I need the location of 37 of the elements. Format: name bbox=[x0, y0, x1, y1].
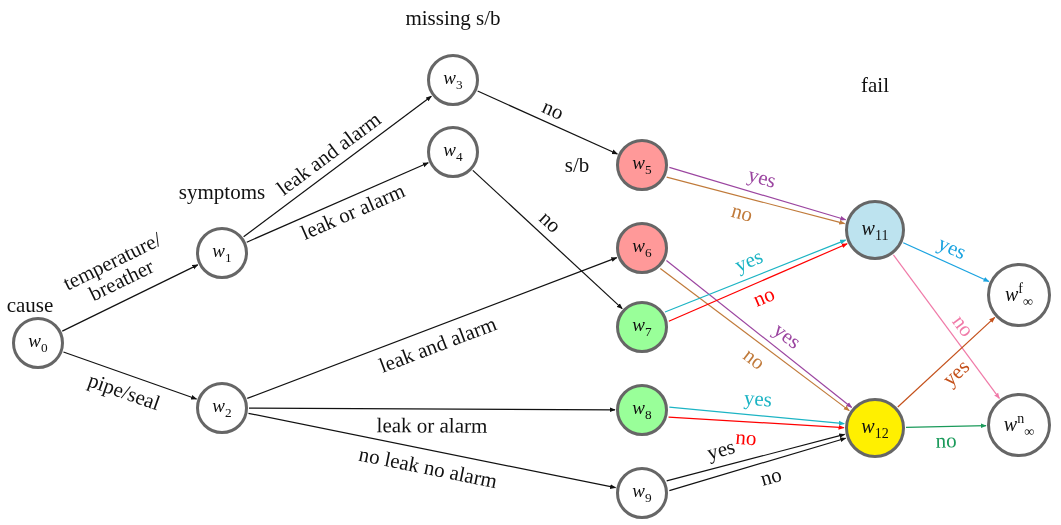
arrow bbox=[668, 243, 848, 322]
arrow bbox=[668, 406, 845, 426]
arrow bbox=[666, 176, 846, 225]
stage-label: s/b bbox=[564, 152, 590, 178]
state-circle: w$_{0}$ bbox=[12, 317, 64, 369]
arrow bbox=[62, 351, 198, 400]
stage-label: symptoms bbox=[178, 179, 266, 205]
state-circle: w$_{2}$ bbox=[196, 382, 248, 434]
arrow bbox=[477, 90, 618, 155]
arrow bbox=[246, 162, 429, 243]
arrow bbox=[247, 412, 617, 489]
state-circle: w$_{5}$ bbox=[616, 139, 668, 191]
state-circle: w$_{6}$ bbox=[616, 222, 668, 274]
arrow bbox=[248, 407, 616, 413]
state-circle: w$_{8}$ bbox=[616, 384, 668, 436]
arrow bbox=[892, 254, 1000, 400]
arrow bbox=[902, 242, 990, 283]
state-circle: w$_{3}$ bbox=[427, 54, 479, 106]
arrow bbox=[668, 166, 847, 221]
arrow bbox=[668, 437, 847, 492]
state-circle: w$_{4}$ bbox=[427, 126, 479, 178]
state-circle: w$_{7}$ bbox=[616, 301, 668, 353]
arrow bbox=[667, 416, 845, 430]
arrow bbox=[664, 239, 847, 313]
arrow bbox=[905, 423, 987, 429]
state-circle: w$_{12}$ bbox=[845, 398, 905, 458]
arrow bbox=[243, 95, 432, 238]
state-circle: w$_{1}$ bbox=[196, 227, 248, 279]
arrow bbox=[666, 433, 846, 482]
stage-label: fail bbox=[861, 72, 889, 98]
arrow bbox=[246, 257, 618, 399]
stage-label: missing s/b bbox=[405, 5, 501, 31]
arrow bbox=[897, 316, 996, 408]
arrow bbox=[61, 264, 199, 332]
state-circle: w$_{9}$ bbox=[616, 467, 668, 519]
arrow bbox=[472, 169, 623, 310]
state-circle: w$_{11}$ bbox=[845, 200, 905, 260]
